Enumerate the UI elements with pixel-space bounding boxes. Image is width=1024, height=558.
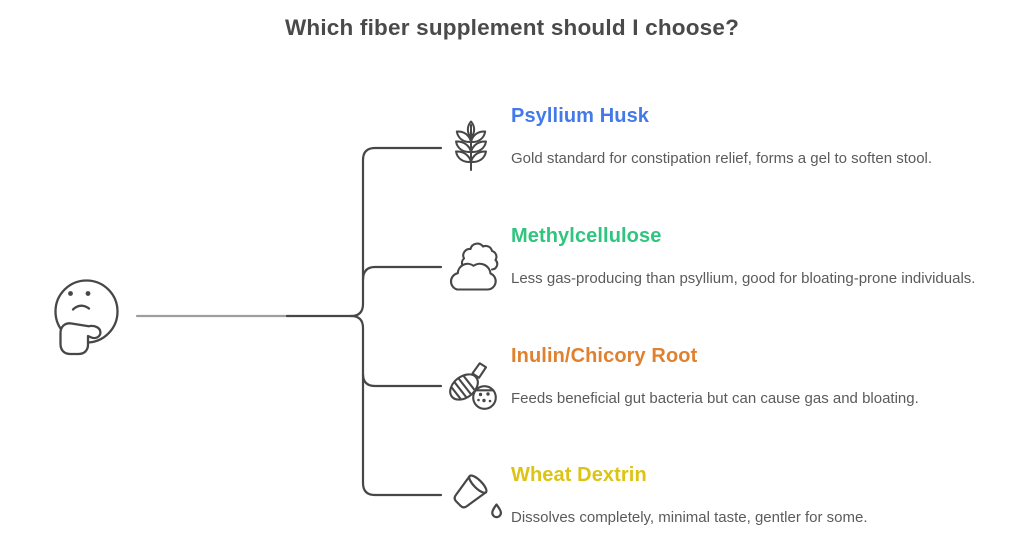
branch-item-wheat-dextrin: Wheat Dextrin Dissolves completely, mini… bbox=[511, 463, 997, 528]
item-description: Gold standard for constipation relief, f… bbox=[511, 150, 933, 167]
page-title: Which fiber supplement should I choose? bbox=[284, 15, 740, 40]
branch-line-3 bbox=[361, 372, 443, 388]
item-heading: Inulin/Chicory Root bbox=[511, 345, 698, 367]
item-description: Dissolves completely, minimal taste, gen… bbox=[511, 509, 868, 526]
item-heading: Wheat Dextrin bbox=[511, 464, 647, 486]
pouring-cup-icon bbox=[453, 474, 502, 519]
droplet-icon bbox=[491, 503, 502, 519]
branch-line-4 bbox=[349, 314, 443, 497]
connector-lines bbox=[135, 146, 443, 497]
right-eye bbox=[85, 291, 91, 296]
branch-item-inulin-chicory-root: Inulin/Chicory Root Feeds beneficial gut… bbox=[511, 344, 997, 409]
item-heading: Methylcellulose bbox=[511, 225, 662, 247]
wheat-icon bbox=[455, 120, 487, 171]
branch-item-psyllium-husk: Psyllium Husk Gold standard for constipa… bbox=[511, 104, 997, 169]
thinking-hand bbox=[59, 322, 102, 356]
frown-mouth bbox=[71, 304, 91, 311]
branch-item-methylcellulose: Methylcellulose Less gas-producing than … bbox=[511, 224, 997, 289]
item-description: Less gas-producing than psyllium, good f… bbox=[511, 270, 976, 287]
branch-line-1 bbox=[349, 146, 443, 318]
left-eye bbox=[68, 291, 73, 296]
item-heading: Psyllium Husk bbox=[511, 105, 650, 127]
thinking-face-icon bbox=[54, 279, 119, 356]
cloud-icon bbox=[449, 242, 499, 291]
root-icon bbox=[449, 362, 497, 410]
item-description: Feeds beneficial gut bacteria but can ca… bbox=[511, 390, 919, 407]
branch-line-2 bbox=[361, 265, 443, 282]
